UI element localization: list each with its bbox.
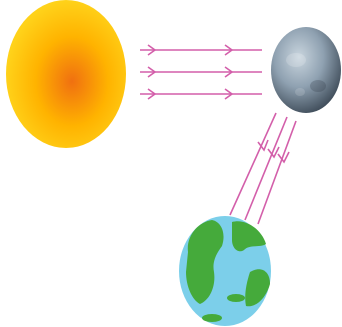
sun-to-moon-rays [140, 45, 262, 99]
sun-icon [6, 0, 126, 148]
moon-to-earth-rays [230, 113, 296, 224]
earth-icon [179, 216, 271, 326]
moon-icon [271, 27, 341, 113]
